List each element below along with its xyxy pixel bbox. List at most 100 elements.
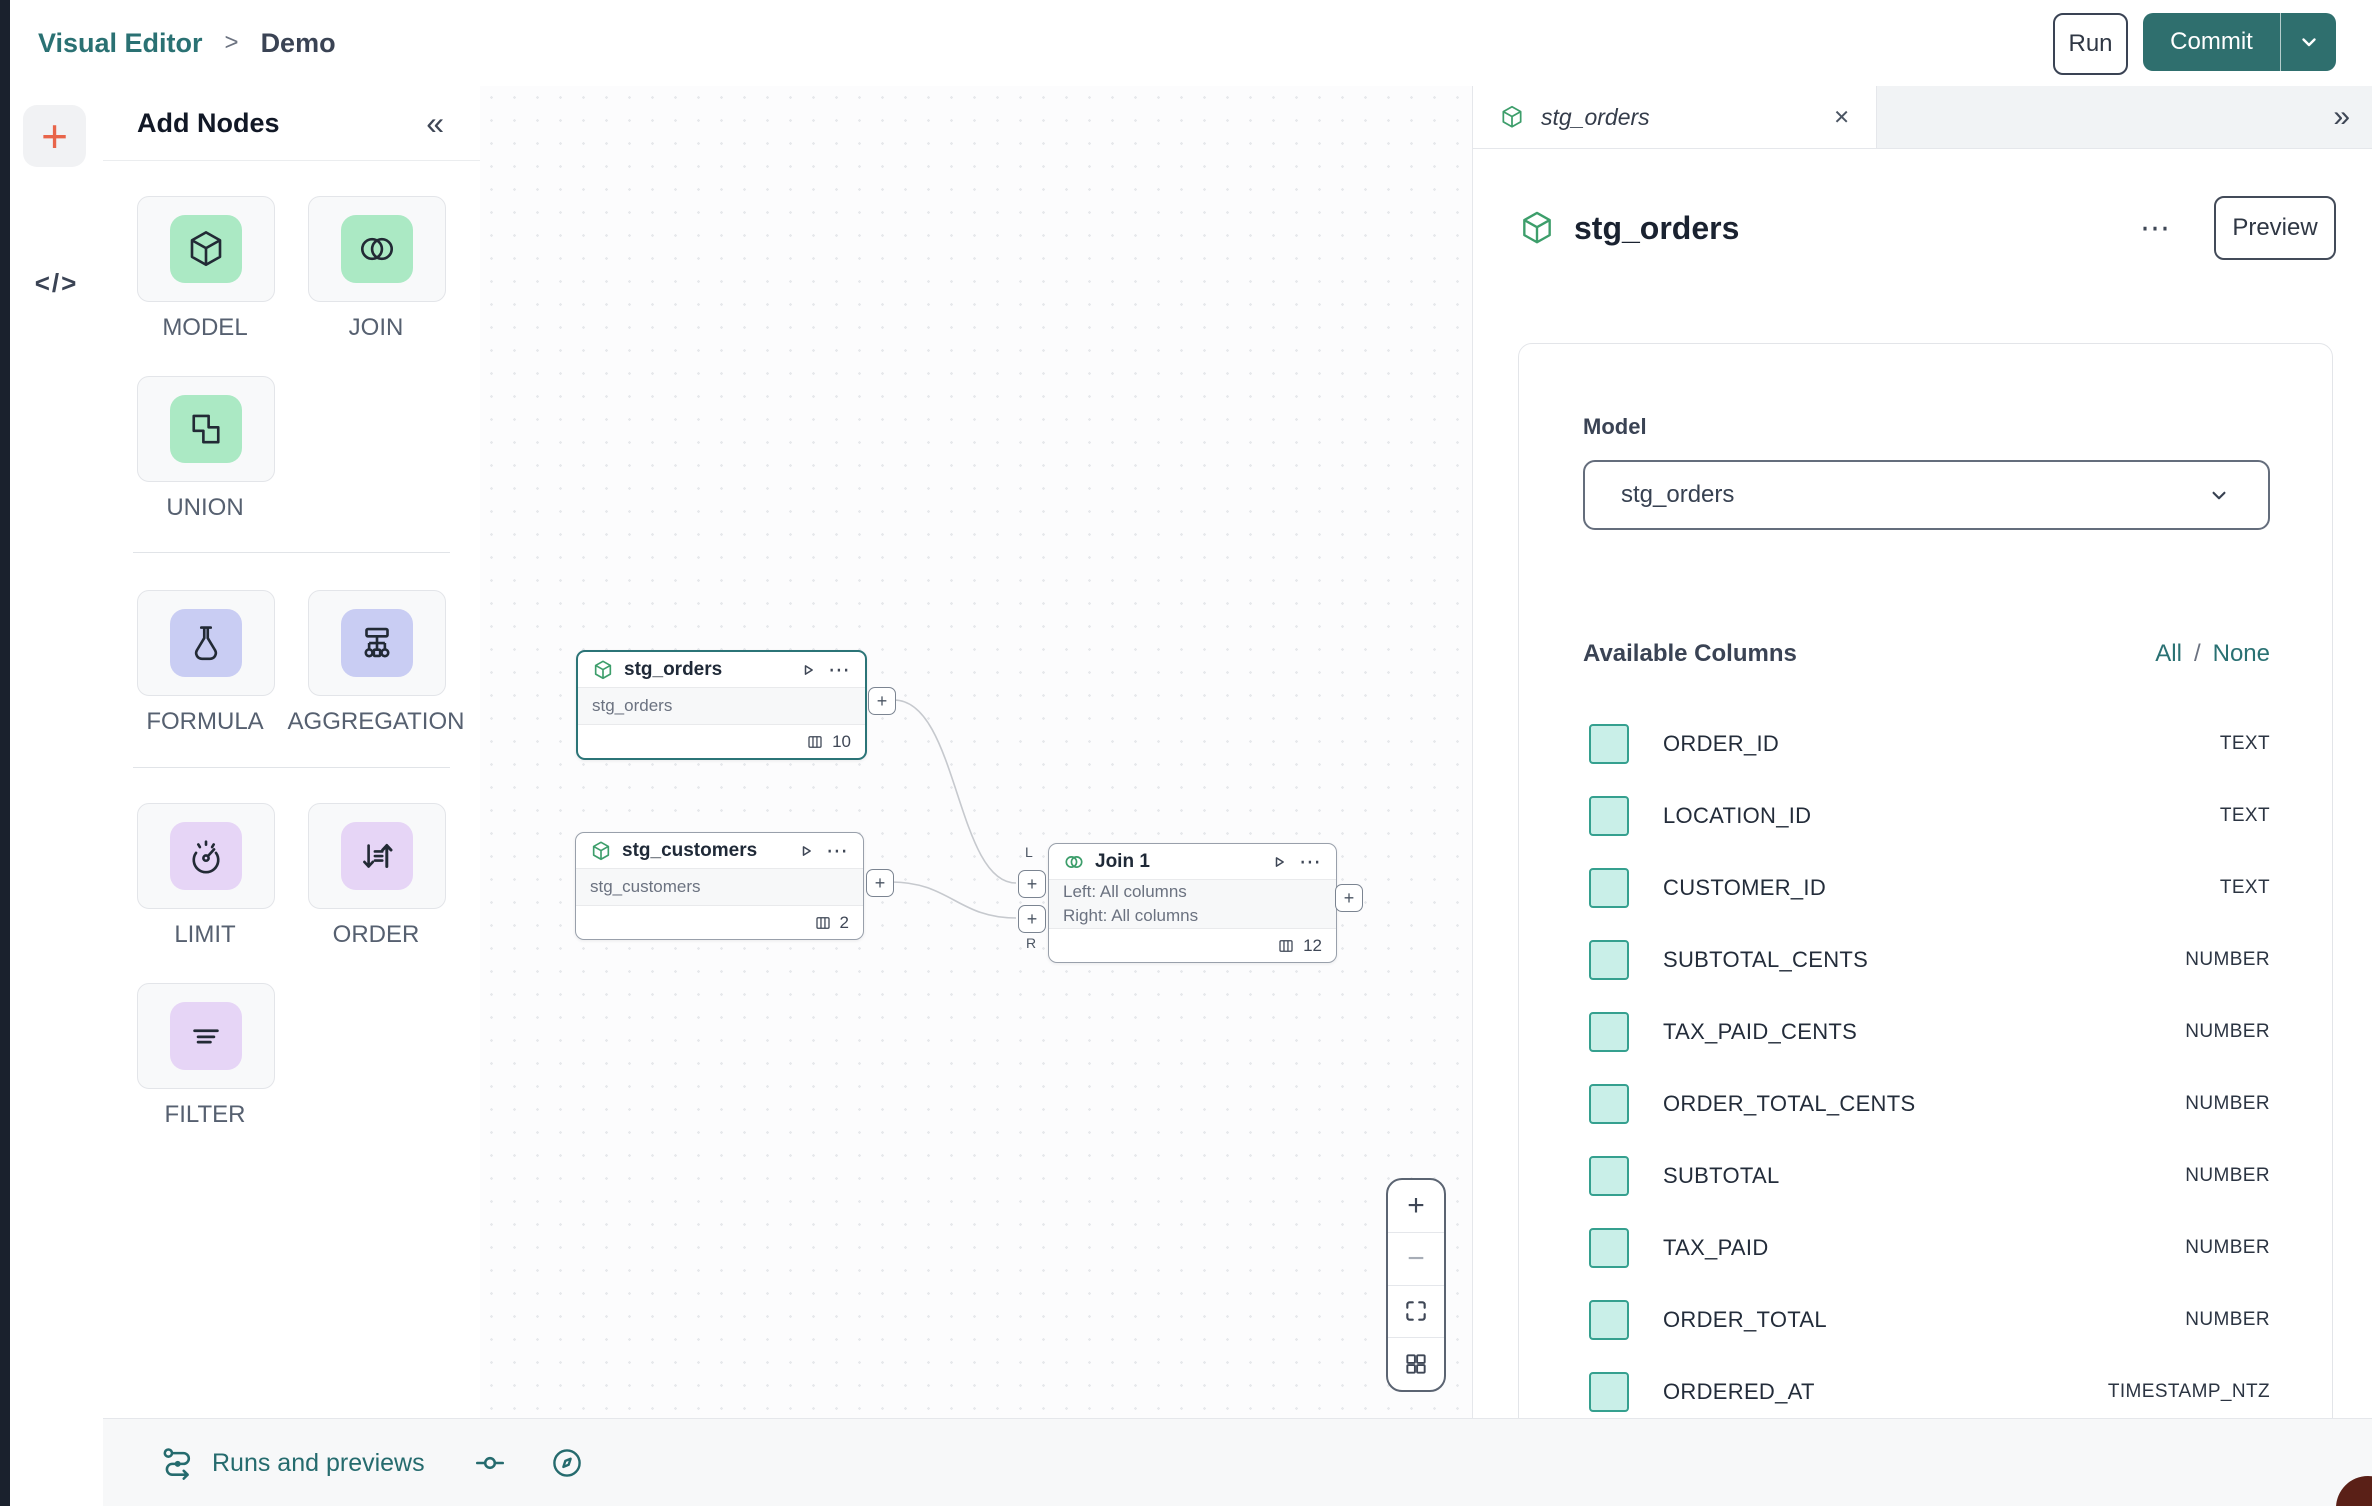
zoom-out-button[interactable]: − (1388, 1233, 1444, 1286)
palette-divider (133, 552, 450, 553)
tab-stg-orders[interactable]: stg_orders ✕ (1473, 86, 1877, 148)
column-checkbox[interactable] (1589, 868, 1629, 908)
palette-label: ORDER (332, 921, 420, 948)
breadcrumb: Visual Editor > Demo (38, 0, 336, 86)
column-checkbox[interactable] (1589, 1084, 1629, 1124)
column-type: TEXT (2219, 733, 2270, 754)
select-all-link[interactable]: All (2155, 640, 2182, 667)
join-right-line: Right: All columns (1063, 906, 1199, 925)
commit-node-icon[interactable] (473, 1446, 507, 1480)
auto-layout-button[interactable] (1388, 1338, 1444, 1390)
node-run-icon[interactable] (796, 841, 816, 861)
palette-item-order[interactable]: ORDER (308, 803, 446, 949)
compass-icon[interactable] (549, 1445, 585, 1481)
palette-item-model[interactable]: MODEL (137, 196, 275, 342)
model-field-label: Model (1583, 414, 1647, 439)
fit-view-button[interactable] (1388, 1286, 1444, 1339)
palette-item-filter[interactable]: FILTER (137, 983, 275, 1129)
preview-button[interactable]: Preview (2214, 196, 2336, 260)
node-menu-icon[interactable]: ⋯ (826, 837, 849, 863)
model-cube-icon (190, 231, 222, 267)
node-run-icon[interactable] (798, 660, 818, 680)
node-footer: 10 (578, 725, 865, 758)
code-view-button[interactable]: </> (34, 268, 79, 298)
runs-and-previews-icon[interactable] (160, 1445, 196, 1481)
column-checkbox[interactable] (1589, 940, 1629, 980)
column-type: NUMBER (2185, 1165, 2270, 1186)
column-checkbox[interactable] (1589, 1012, 1629, 1052)
node-model-name: stg_customers (576, 868, 863, 906)
column-name: ORDER_ID (1663, 731, 1780, 756)
columns-icon (815, 916, 830, 929)
column-type: TIMESTAMP_NTZ (2107, 1381, 2270, 1402)
palette-label: FILTER (164, 1101, 246, 1128)
select-none-link[interactable]: None (2212, 640, 2270, 667)
chevron-down-icon (2301, 38, 2316, 47)
panel-menu-icon[interactable]: ⋯ (2140, 211, 2172, 245)
column-name: SUBTOTAL_CENTS (1663, 947, 1869, 972)
join-output-handle[interactable]: + (1335, 884, 1363, 912)
expand-panel-icon[interactable]: » (2333, 100, 2350, 133)
column-checkbox[interactable] (1589, 796, 1629, 836)
column-type: TEXT (2219, 877, 2270, 898)
commit-dropdown-button[interactable] (2280, 13, 2336, 71)
node-stg-orders[interactable]: stg_orders ⋯ stg_orders 10 (576, 650, 867, 760)
node-menu-icon[interactable]: ⋯ (828, 656, 851, 682)
add-node-rail-button[interactable]: + (23, 105, 86, 167)
zoom-in-button[interactable]: + (1388, 1180, 1444, 1233)
column-checkbox[interactable] (1589, 1300, 1629, 1340)
join-icon (360, 237, 394, 261)
model-cube-icon (1523, 211, 1551, 244)
join-left-input-handle[interactable]: + (1018, 870, 1046, 898)
breadcrumb-visual-editor-link[interactable]: Visual Editor (38, 27, 203, 58)
model-select[interactable]: stg_orders (1583, 460, 2270, 530)
column-row: CUSTOMER_ID TEXT (1589, 866, 2270, 910)
union-icon (192, 414, 220, 444)
columns-icon (808, 735, 822, 748)
palette-item-limit[interactable]: LIMIT (137, 803, 275, 949)
panel-node-title: stg_orders (1574, 209, 1740, 246)
node-stg-customers[interactable]: stg_customers ⋯ stg_customers 2 (575, 832, 864, 940)
node-column-count: 12 (1303, 935, 1322, 955)
column-checkbox[interactable] (1589, 724, 1629, 764)
column-type: NUMBER (2185, 949, 2270, 970)
tab-close-icon[interactable]: ✕ (1833, 106, 1850, 129)
node-menu-icon[interactable]: ⋯ (1299, 848, 1322, 874)
join-icon (1065, 855, 1083, 868)
join-left-port-label: L (1025, 844, 1033, 860)
palette-item-formula[interactable]: FORMULA (137, 590, 275, 736)
palette-item-aggregation[interactable]: AGGREGATION (288, 590, 464, 736)
node-header: Join 1 ⋯ (1049, 844, 1336, 879)
run-button[interactable]: Run (2053, 13, 2128, 75)
canvas-zoom-controls: + − (1386, 1178, 1446, 1392)
column-row: SUBTOTAL NUMBER (1589, 1154, 2270, 1198)
node-join-1[interactable]: Join 1 ⋯ Left: All columns Right: All co… (1048, 843, 1337, 963)
column-checkbox[interactable] (1589, 1372, 1629, 1412)
breadcrumb-page-title: Demo (260, 27, 336, 58)
column-type: NUMBER (2185, 1093, 2270, 1114)
node-stg-customers-output-handle[interactable]: + (866, 869, 894, 897)
column-checkbox[interactable] (1589, 1228, 1629, 1268)
column-checkbox[interactable] (1589, 1156, 1629, 1196)
model-cube-icon (1502, 105, 1522, 128)
join-right-input-handle[interactable]: + (1018, 905, 1046, 933)
commit-button[interactable]: Commit (2170, 28, 2253, 55)
column-name: LOCATION_ID (1663, 803, 1812, 828)
node-model-name: stg_orders (578, 687, 865, 725)
join-left-line: Left: All columns (1063, 882, 1187, 901)
collapse-panel-icon[interactable]: « (426, 105, 444, 141)
node-run-icon[interactable] (1269, 852, 1289, 872)
node-column-count: 2 (839, 912, 849, 932)
commit-split-button[interactable]: Commit (2143, 13, 2336, 71)
column-row: LOCATION_ID TEXT (1589, 794, 2270, 838)
runs-and-previews-label[interactable]: Runs and previews (212, 1448, 425, 1477)
flow-canvas[interactable]: stg_orders ⋯ stg_orders 10 + stg_custome… (480, 86, 1472, 1418)
palette-item-union[interactable]: UNION (137, 376, 275, 522)
edge-connectors (890, 699, 1017, 919)
palette-item-join[interactable]: JOIN (308, 196, 446, 342)
node-stg-orders-output-handle[interactable]: + (868, 687, 896, 715)
order-sort-icon (363, 844, 393, 868)
bottom-bar: Runs and previews (103, 1418, 2372, 1506)
column-row: ORDERED_AT TIMESTAMP_NTZ (1589, 1370, 2270, 1414)
